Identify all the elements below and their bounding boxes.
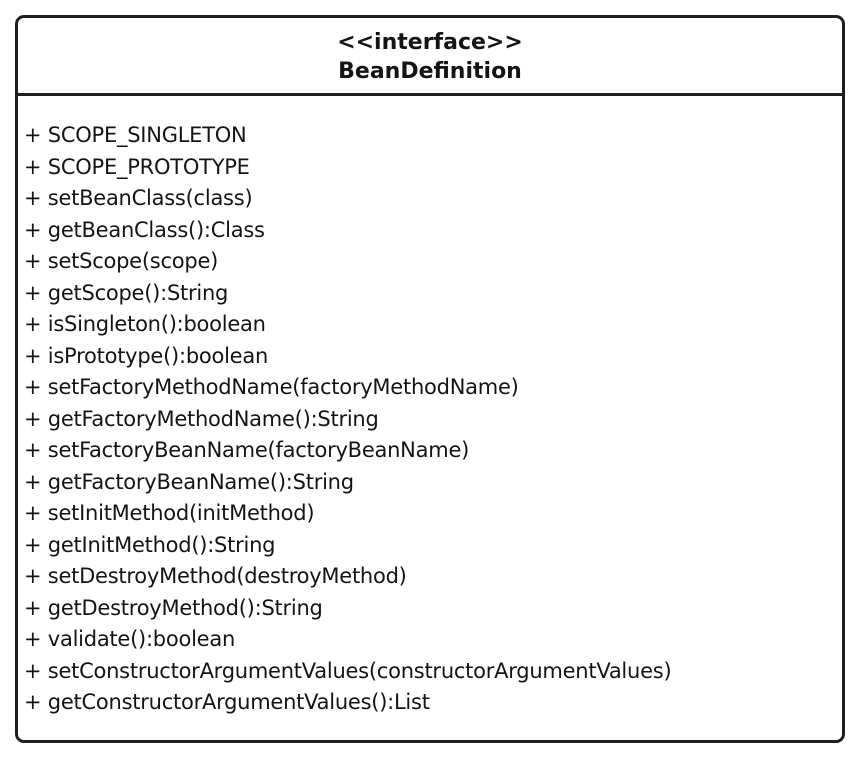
class-method: + getBeanClass():Class — [24, 217, 265, 242]
class-method: + getConstructorArgumentValues():List — [24, 690, 430, 714]
class-method: + isSingleton():boolean — [24, 312, 266, 336]
class-method: + setBeanClass(class) — [24, 186, 253, 210]
class-method: + setConstructorArgumentValues(construct… — [24, 658, 672, 683]
class-method: + setScope(scope) — [24, 249, 219, 273]
class-method: + setDestroyMethod(destroyMethod) — [24, 564, 407, 588]
class-method: + getFactoryBeanName():String — [24, 469, 354, 494]
class-method: + getInitMethod():String — [24, 532, 276, 557]
class-name: BeanDefinition — [338, 58, 522, 84]
class-method: + getScope():String — [24, 280, 229, 305]
class-method: + setFactoryMethodName(factoryMethodName… — [24, 375, 519, 399]
class-stereotype: <<interface>> — [337, 29, 523, 55]
uml-class-box: <<interface>> BeanDefinition + SCOPE_SIN… — [15, 15, 845, 743]
class-method: + getDestroyMethod():String — [24, 595, 323, 620]
class-header: <<interface>> BeanDefinition — [18, 18, 842, 96]
class-members: + SCOPE_SINGLETON + SCOPE_PROTOTYPE + setB… — [18, 96, 842, 719]
class-field: + SCOPE_PROTOTYPE — [24, 154, 250, 179]
class-method: + setFactoryBeanName(factoryBeanName) — [24, 438, 470, 462]
class-method: + getFactoryMethodName():String — [24, 406, 379, 431]
class-method: + setInitMethod(initMethod) — [24, 501, 315, 525]
class-method: + isPrototype():boolean — [24, 343, 269, 368]
class-method: + validate():boolean — [24, 627, 236, 651]
class-field: + SCOPE_SINGLETON — [24, 123, 247, 147]
